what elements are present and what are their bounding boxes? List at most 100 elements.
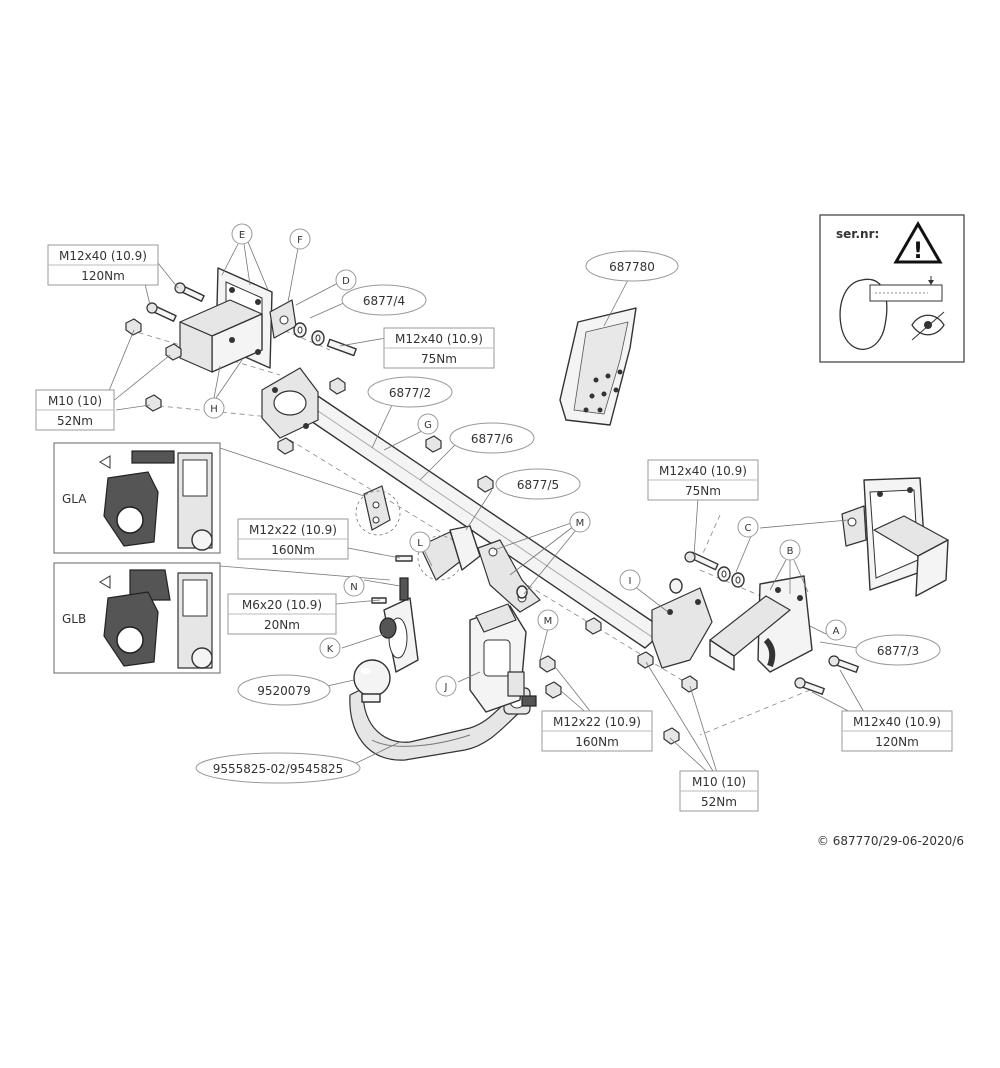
- serial-plate: [869, 284, 943, 302]
- bolt-icon: [794, 677, 825, 695]
- callout-g: G: [417, 413, 439, 435]
- svg-text:B: B: [787, 546, 794, 557]
- bolt-icon: [146, 302, 177, 322]
- spec-box-tl-bolt: M12x40 (10.9) 120Nm: [47, 244, 159, 286]
- part-9520079: 9520079: [237, 674, 331, 706]
- part-6877-2: 6877/2: [367, 376, 453, 408]
- svg-text:I: I: [629, 576, 632, 587]
- svg-text:75Nm: 75Nm: [421, 352, 457, 366]
- svg-text:687780: 687780: [609, 260, 655, 274]
- sound-icon: [99, 575, 111, 589]
- nut-icon: [681, 675, 698, 693]
- socket-mount-n: [399, 577, 409, 601]
- svg-text:120Nm: 120Nm: [81, 269, 125, 283]
- svg-text:160Nm: 160Nm: [271, 543, 315, 557]
- part-687780: 687780: [585, 250, 679, 282]
- svg-text:75Nm: 75Nm: [685, 484, 721, 498]
- spec-box-tl-nut: M10 (10) 52Nm: [35, 389, 115, 431]
- callout-m-bottom: M: [537, 609, 559, 631]
- bolt-icon: [828, 655, 859, 673]
- top-left-fasteners: [125, 282, 357, 455]
- svg-text:120Nm: 120Nm: [875, 735, 919, 749]
- right-fasteners: [585, 551, 859, 745]
- spec-box-br-nut: M10 (10) 52Nm: [679, 770, 759, 812]
- callout-l: L: [409, 531, 431, 553]
- svg-text:M10 (10): M10 (10): [48, 394, 102, 408]
- spec-box-m-bolt: M12x22 (10.9) 160Nm: [541, 710, 653, 752]
- callout-i: I: [619, 569, 641, 591]
- svg-text:M12x22 (10.9): M12x22 (10.9): [553, 715, 641, 729]
- nut-icon: [545, 681, 562, 699]
- washer-icon: [311, 330, 325, 346]
- nut-icon: [125, 318, 142, 336]
- nut-icon: [277, 437, 294, 455]
- nut-icon: [539, 655, 556, 673]
- washer-icon: [669, 578, 683, 594]
- svg-text:M12x40 (10.9): M12x40 (10.9): [853, 715, 941, 729]
- callout-a: A: [825, 619, 847, 641]
- bolt-icon: [326, 338, 357, 357]
- serial-number-label: ser.nr:: [836, 227, 879, 241]
- svg-text:160Nm: 160Nm: [575, 735, 619, 749]
- washer-icon: [717, 566, 731, 582]
- part-number-callouts: 6877/4 687780 6877/2 6877/6 6877/5 6877/…: [195, 250, 941, 784]
- svg-text:6877/6: 6877/6: [471, 432, 513, 446]
- svg-text:N: N: [350, 582, 357, 593]
- svg-text:M12x40 (10.9): M12x40 (10.9): [59, 249, 147, 263]
- svg-text:E: E: [239, 230, 245, 241]
- spec-box-l-bolt: M12x22 (10.9) 160Nm: [237, 518, 349, 560]
- part-6877-5: 6877/5: [495, 468, 581, 500]
- svg-text:M: M: [576, 518, 585, 529]
- washer-icon: [293, 322, 307, 338]
- right-side-bracket: [709, 575, 813, 673]
- svg-text:6877/2: 6877/2: [389, 386, 431, 400]
- socket-k: [379, 577, 419, 673]
- spec-box-mid-bolt: M12x40 (10.9) 75Nm: [383, 327, 495, 369]
- callout-j: J: [435, 675, 457, 697]
- inset-glb-label: GLB: [62, 612, 86, 626]
- svg-text:M12x40 (10.9): M12x40 (10.9): [659, 464, 747, 478]
- svg-text:F: F: [297, 235, 303, 246]
- svg-text:L: L: [417, 538, 423, 549]
- svg-text:K: K: [327, 644, 334, 655]
- washer-icon: [516, 585, 528, 599]
- svg-text:6877/4: 6877/4: [363, 294, 405, 308]
- bolt-icon: [684, 551, 719, 571]
- svg-text:9520079: 9520079: [257, 684, 310, 698]
- svg-text:M6x20 (10.9): M6x20 (10.9): [242, 598, 322, 612]
- letter-callouts: E F D H G L N K J M M I C B A: [203, 223, 847, 697]
- part-6877-6: 6877/6: [449, 422, 535, 454]
- inset-glb: GLB: [53, 562, 221, 674]
- svg-text:52Nm: 52Nm: [701, 795, 737, 809]
- callout-d: D: [335, 269, 357, 291]
- copyright-footer: © 687770/29-06-2020/6: [816, 834, 964, 848]
- callout-c: C: [737, 516, 759, 538]
- nut-icon: [329, 377, 346, 395]
- exclamation-icon: !: [913, 239, 923, 264]
- beam-end-plate-right: [651, 587, 713, 669]
- spec-box-n-bolt: M6x20 (10.9) 20Nm: [227, 593, 337, 635]
- callout-m-top: M: [569, 511, 591, 533]
- clip-icon: [477, 475, 494, 493]
- svg-text:52Nm: 52Nm: [57, 414, 93, 428]
- svg-text:M12x40 (10.9): M12x40 (10.9): [395, 332, 483, 346]
- svg-text:C: C: [745, 523, 752, 534]
- warning-triangle-icon: [893, 221, 943, 264]
- svg-text:D: D: [342, 276, 350, 287]
- callout-f: F: [289, 228, 311, 250]
- part-6877-4: 6877/4: [341, 284, 427, 316]
- receiver-housing-j: [469, 603, 527, 713]
- nut-icon: [585, 617, 602, 635]
- svg-text:6877/3: 6877/3: [877, 644, 919, 658]
- nut-icon: [637, 651, 654, 669]
- nut-icon: [663, 727, 680, 745]
- right-mounting-bracket: [841, 477, 949, 597]
- inset-gla-label: GLA: [62, 492, 87, 506]
- callout-n: N: [343, 575, 365, 597]
- svg-text:M10 (10): M10 (10): [692, 775, 746, 789]
- svg-text:H: H: [210, 404, 218, 415]
- callout-k: K: [319, 637, 341, 659]
- callout-e: E: [231, 223, 253, 245]
- clip-icon: [425, 435, 442, 453]
